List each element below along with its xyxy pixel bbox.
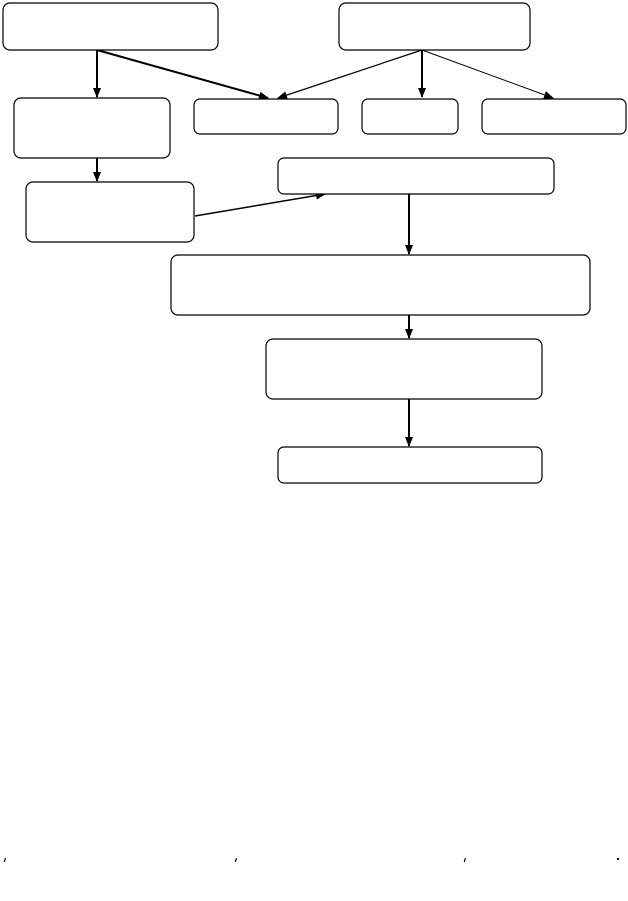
node-n5	[361, 98, 459, 135]
nodes-layer	[2, 2, 627, 484]
edge-n2-n6	[421, 49, 554, 99]
footer-mark-4	[617, 858, 619, 860]
node-n8	[277, 157, 555, 195]
footer-mark-3	[463, 858, 467, 863]
edges-layer	[93, 49, 554, 447]
footer-mark-1	[3, 858, 7, 863]
node-n4	[193, 98, 339, 135]
node-n10	[265, 338, 543, 400]
footer-marks	[3, 858, 619, 863]
edge-n7-n8	[194, 191, 326, 217]
edge-n1-n4	[96, 49, 269, 100]
node-n9	[170, 254, 591, 316]
node-n3	[13, 97, 171, 159]
node-n1	[2, 2, 219, 51]
node-n7	[25, 181, 195, 243]
node-n6	[481, 98, 627, 135]
node-n2	[338, 2, 531, 51]
node-n11	[277, 446, 543, 484]
edge-n2-n4	[277, 49, 423, 99]
footer-mark-2	[234, 858, 238, 863]
